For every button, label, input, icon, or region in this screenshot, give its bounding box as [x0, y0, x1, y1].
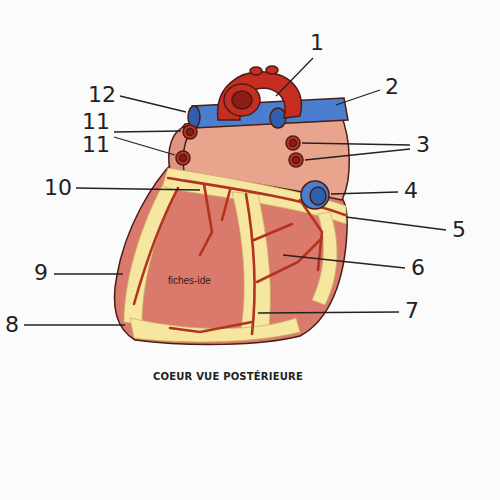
callout-number: 11: [82, 134, 110, 156]
leader-line: [120, 96, 186, 112]
leader-line: [302, 143, 410, 145]
coronary-artery: [168, 178, 345, 215]
pulmonary-artery: [192, 98, 348, 128]
leader-line: [258, 312, 399, 313]
callout-number: 11: [82, 111, 110, 133]
callout-number: 10: [44, 177, 72, 199]
ventricles: [114, 160, 347, 345]
callout-number: 3: [416, 134, 430, 156]
callout-number: 1: [310, 32, 324, 54]
vena-cava-lumen: [310, 187, 326, 205]
coronary-artery: [300, 200, 322, 270]
callout-number: 9: [34, 262, 48, 284]
coronary-artery: [246, 194, 254, 334]
coronary-artery: [257, 238, 322, 282]
coronary-artery: [200, 184, 212, 255]
interventricular-fat: [232, 192, 270, 336]
leader-line: [114, 137, 175, 155]
pulmonary-vein: [286, 136, 300, 150]
callout-number: 2: [385, 76, 399, 98]
leader-line: [346, 217, 446, 230]
callout-number: 5: [452, 219, 466, 241]
aorta-end: [224, 84, 260, 116]
watermark: fiches-ide: [168, 276, 211, 286]
leader-line: [24, 324, 125, 325]
leader-line: [54, 273, 123, 274]
callout-number: 12: [88, 84, 116, 106]
aorta-branch: [250, 67, 262, 75]
pulmonary-vein: [290, 140, 297, 147]
pulmonary-vein: [187, 129, 194, 136]
leader-line: [336, 90, 380, 105]
callout-number: 7: [405, 300, 419, 322]
coronary-artery: [134, 188, 178, 304]
leader-line: [331, 192, 398, 194]
inferior-vena-cava: [301, 181, 329, 209]
callout-number: 8: [5, 314, 19, 336]
pulmonary-vein: [293, 157, 300, 164]
aorta-lumen: [232, 91, 252, 109]
bottom-fat: [130, 318, 300, 342]
coronary-artery: [254, 224, 292, 240]
pulmonary-vein: [180, 155, 187, 162]
leader-line: [114, 131, 181, 132]
caption: COEUR VUE POSTÉRIEURE: [153, 372, 303, 382]
coronary-artery: [170, 322, 252, 332]
aorta: [218, 72, 302, 120]
leader-line: [276, 58, 313, 96]
leader-line: [283, 255, 405, 268]
callout-number: 4: [404, 180, 418, 202]
leader-line: [76, 188, 200, 190]
pulmonary-vein: [289, 153, 303, 167]
aorta-branch: [266, 66, 278, 74]
pulmonary-vein: [176, 151, 190, 165]
pulmonary-vein: [183, 125, 197, 139]
leader-line: [305, 149, 410, 160]
callout-number: 6: [411, 257, 425, 279]
coronary-artery: [222, 190, 230, 220]
